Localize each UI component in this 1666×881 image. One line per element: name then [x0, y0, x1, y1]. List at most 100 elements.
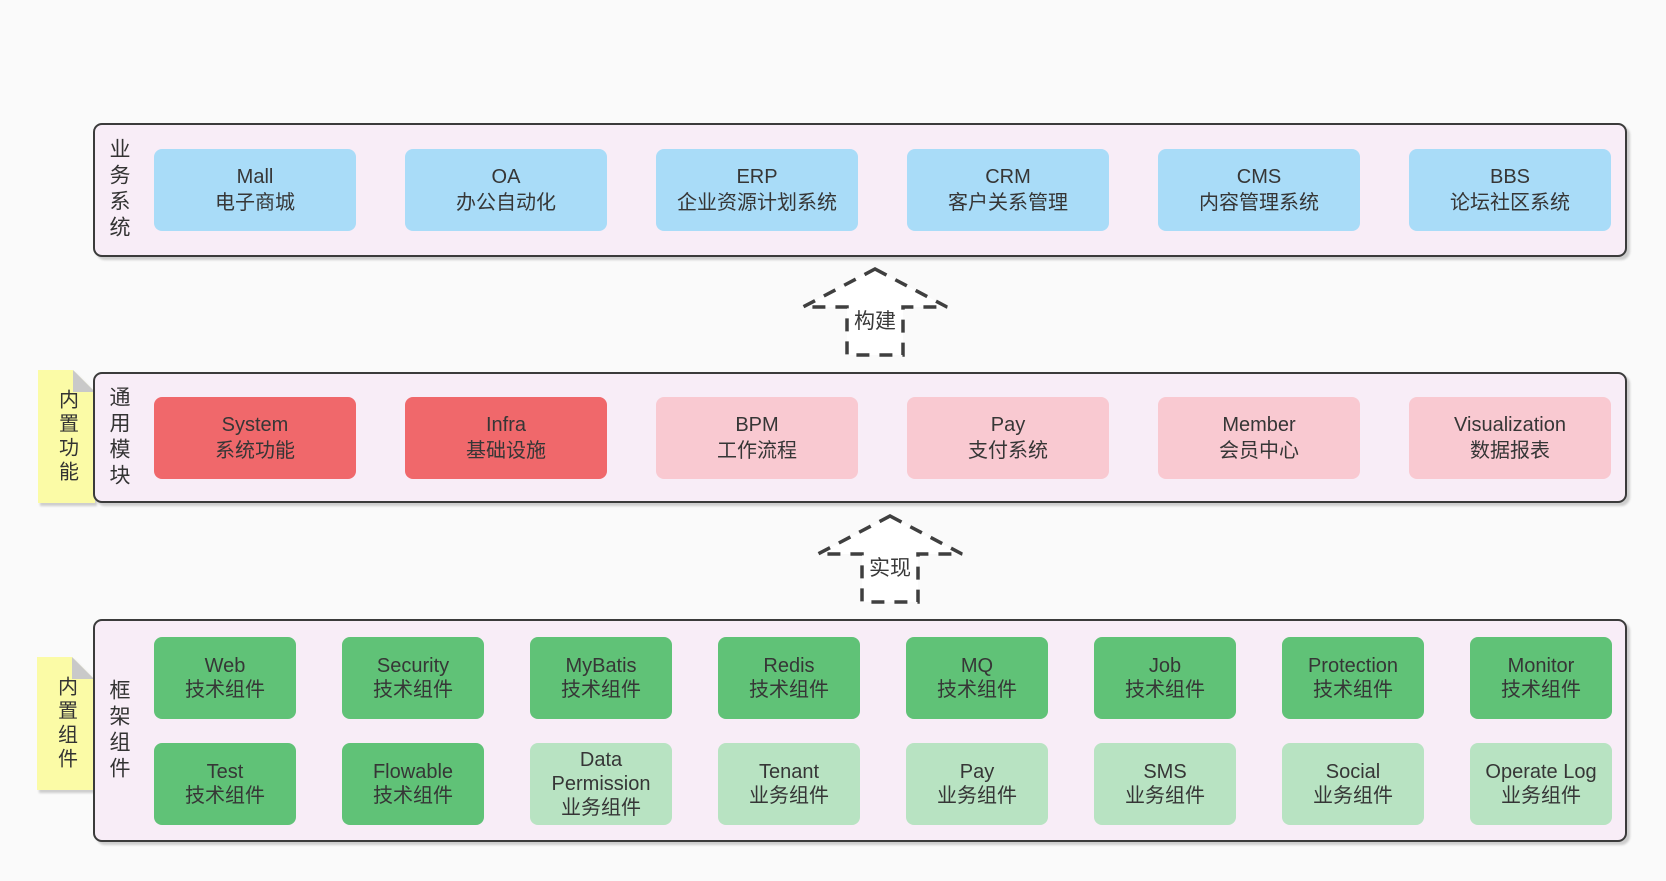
box-subtitle: 业务组件 [561, 796, 641, 819]
box-title: Test [206, 760, 244, 783]
box-erp: ERP 企业资源计划系统 [656, 149, 858, 231]
box-subtitle: 企业资源计划系统 [677, 192, 837, 214]
box-title: Flowable [372, 760, 454, 783]
box-monitor: Monitor 技术组件 [1470, 636, 1612, 719]
box-title: Protection [1307, 654, 1399, 677]
box-title: Member [1222, 413, 1296, 436]
box-subtitle: 工作流程 [717, 439, 797, 462]
box-title: Pay [990, 413, 1026, 436]
box-title: Security [376, 654, 450, 677]
box-subtitle: 支付系统 [968, 439, 1048, 462]
box-pay: Pay 支付系统 [907, 396, 1109, 479]
sticky-note-icon [37, 657, 94, 790]
box-subtitle: 会员中心 [1219, 439, 1299, 462]
box-protection: Protection 技术组件 [1282, 636, 1424, 719]
box-title: Operate Log [1485, 760, 1597, 783]
box-subtitle: 技术组件 [1125, 678, 1205, 701]
box-subtitle: 数据报表 [1470, 439, 1550, 462]
box-title: Redis [763, 654, 815, 677]
band-framework-label: 框架组件 [107, 678, 130, 783]
box-subtitle: 技术组件 [185, 678, 265, 701]
box-title: Infra [485, 413, 527, 436]
box-subtitle: 内容管理系统 [1199, 192, 1319, 214]
box-subtitle: 办公自动化 [456, 192, 556, 214]
box-subtitle: 客户关系管理 [948, 192, 1068, 214]
framework-box-row-2: Test 技术组件 Flowable 技术组件 Data Permission … [154, 742, 1619, 825]
box-subtitle: 技术组件 [749, 678, 829, 701]
common-box-row: System 系统功能 Infra 基础设施 BPM 工作流程 Pay 支付系统… [154, 396, 1619, 479]
band-common-content: System 系统功能 Infra 基础设施 BPM 工作流程 Pay 支付系统… [154, 374, 1619, 501]
box-title: Mall [236, 166, 274, 188]
band-common-label: 通用模块 [107, 385, 130, 490]
box-subtitle: 技术组件 [561, 678, 641, 701]
band-framework-components: 框架组件 Web 技术组件 Security 技术组件 MyBatis 技术组件… [93, 619, 1627, 842]
note-text: 内置功能 [55, 388, 78, 485]
box-subtitle: 业务组件 [1125, 784, 1205, 807]
box-mq: MQ 技术组件 [906, 636, 1048, 719]
box-social: Social 业务组件 [1282, 742, 1424, 825]
box-subtitle: 技术组件 [373, 784, 453, 807]
box-infra: Infra 基础设施 [405, 396, 607, 479]
box-web: Web 技术组件 [154, 636, 296, 719]
box-title: SMS [1143, 760, 1187, 783]
framework-box-row-1: Web 技术组件 Security 技术组件 MyBatis 技术组件 Redi… [154, 636, 1619, 719]
band-framework-content: Web 技术组件 Security 技术组件 MyBatis 技术组件 Redi… [154, 621, 1619, 840]
arrow-implement-label: 实现 [869, 557, 911, 581]
box-flowable: Flowable 技术组件 [342, 742, 484, 825]
box-job: Job 技术组件 [1094, 636, 1236, 719]
box-subtitle: 技术组件 [373, 678, 453, 701]
arrow-build-label: 构建 [854, 310, 896, 334]
box-cms: CMS 内容管理系统 [1158, 149, 1360, 231]
box-bpm: BPM 工作流程 [656, 396, 858, 479]
box-subtitle: 电子商城 [215, 192, 295, 214]
box-title: BPM [735, 413, 779, 436]
box-data-permission: Data Permission 业务组件 [530, 742, 672, 825]
box-subtitle: 业务组件 [749, 784, 829, 807]
band-business-content: Mall 电子商城 OA 办公自动化 ERP 企业资源计划系统 CRM 客户关系… [154, 125, 1619, 255]
sticky-note-builtin-components: 内置组件 [37, 657, 94, 790]
box-tenant: Tenant 业务组件 [718, 742, 860, 825]
box-test: Test 技术组件 [154, 742, 296, 825]
business-box-row: Mall 电子商城 OA 办公自动化 ERP 企业资源计划系统 CRM 客户关系… [154, 149, 1619, 231]
box-bbs: BBS 论坛社区系统 [1409, 149, 1611, 231]
box-title: OA [491, 166, 521, 188]
arrow-build: 构建 [800, 266, 950, 358]
box-title: System [221, 413, 289, 436]
band-common-modules: 通用模块 System 系统功能 Infra 基础设施 BPM 工作流程 Pay… [93, 372, 1627, 503]
box-sms: SMS 业务组件 [1094, 742, 1236, 825]
box-subtitle: 系统功能 [215, 439, 295, 462]
box-oa: OA 办公自动化 [405, 149, 607, 231]
box-mybatis: MyBatis 技术组件 [530, 636, 672, 719]
box-crm: CRM 客户关系管理 [907, 149, 1109, 231]
box-subtitle: 技术组件 [937, 678, 1017, 701]
box-subtitle: 业务组件 [1501, 784, 1581, 807]
box-visualization: Visualization 数据报表 [1409, 396, 1611, 479]
note-text: 内置组件 [54, 675, 77, 772]
box-title: CRM [985, 166, 1031, 188]
box-subtitle: 技术组件 [185, 784, 265, 807]
box-title: MyBatis [565, 654, 637, 677]
box-title: Tenant [758, 760, 820, 783]
band-business-systems: 业务系统 Mall 电子商城 OA 办公自动化 ERP 企业资源计划系统 CRM… [93, 123, 1627, 257]
box-security: Security 技术组件 [342, 636, 484, 719]
box-subtitle: 业务组件 [937, 784, 1017, 807]
box-title: Monitor [1507, 654, 1575, 677]
box-title: Web [204, 654, 246, 677]
box-title: Visualization [1454, 413, 1566, 436]
box-title: ERP [736, 166, 778, 188]
box-member: Member 会员中心 [1158, 396, 1360, 479]
arrow-implement: 实现 [815, 513, 965, 605]
box-system: System 系统功能 [154, 396, 356, 479]
box-subtitle: 技术组件 [1313, 678, 1393, 701]
box-title: Job [1148, 654, 1182, 677]
box-title: Social [1325, 760, 1381, 783]
box-redis: Redis 技术组件 [718, 636, 860, 719]
box-subtitle: 技术组件 [1501, 678, 1581, 701]
band-business-label: 业务系统 [107, 138, 130, 242]
box-title: Pay [959, 760, 995, 783]
box-mall: Mall 电子商城 [154, 149, 356, 231]
box-title: CMS [1236, 166, 1282, 188]
sticky-note-icon [38, 370, 95, 503]
box-subtitle: 论坛社区系统 [1450, 192, 1570, 214]
